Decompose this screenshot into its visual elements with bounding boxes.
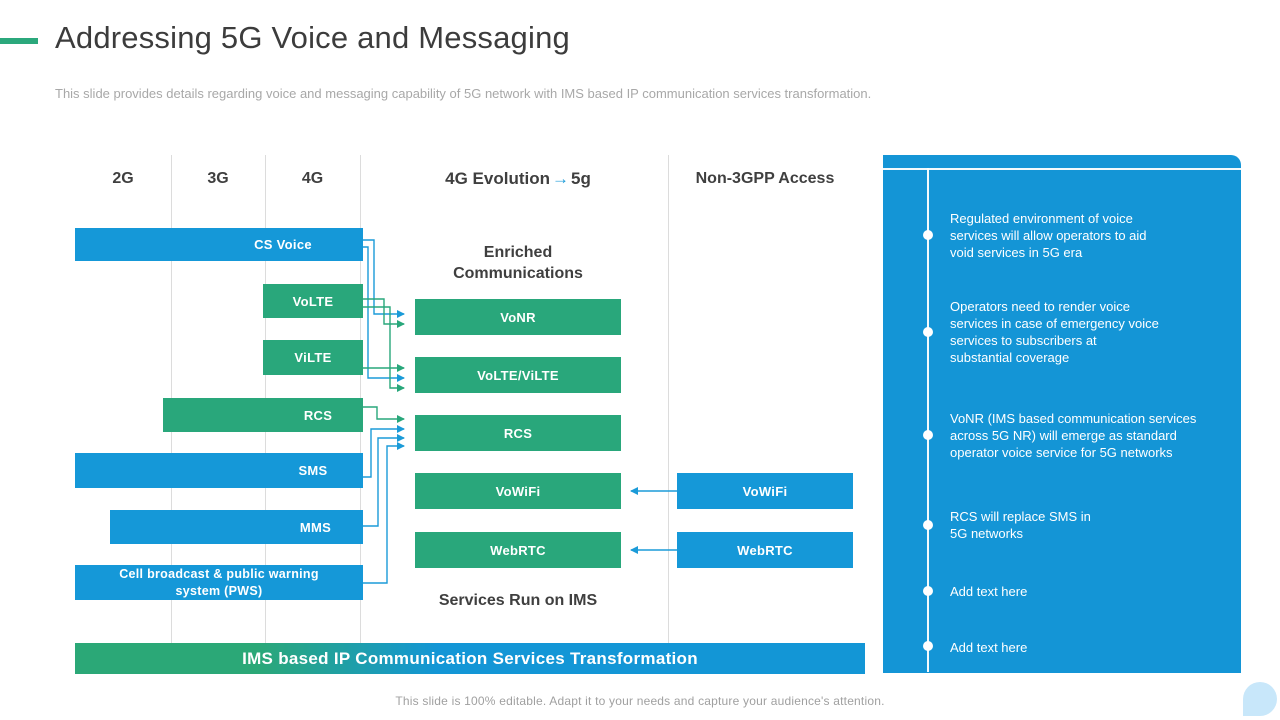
bar-label: SMS [298, 463, 328, 478]
box-webrtc: WebRTC [415, 532, 621, 568]
connector-csvoice-vonr [363, 239, 405, 318]
evolution-header-text: 4G Evolution [445, 169, 550, 188]
panel-bullet-placeholder[interactable]: Add text here [950, 584, 1028, 599]
services-run-on-ims-caption: Services Run on IMS [438, 592, 598, 609]
bar-rcs: RCS [163, 398, 363, 432]
box-rcs: RCS [415, 415, 621, 451]
grid-line [668, 155, 669, 645]
connector-mms-rcs [363, 434, 405, 527]
decorative-bubble [1243, 682, 1277, 716]
column-header-4g: 4G [301, 170, 324, 187]
page-subtitle: This slide provides details regarding vo… [55, 86, 872, 101]
bullet-dot [923, 230, 933, 240]
box-non3gpp-webrtc: WebRTC [677, 532, 853, 568]
box-non3gpp-vowifi: VoWiFi [677, 473, 853, 509]
ims-transformation-bar: IMS based IP Communication Services Tran… [75, 643, 865, 674]
box-volte-vilte: VoLTE/ViLTE [415, 357, 621, 393]
box-vowifi: VoWiFi [415, 473, 621, 509]
panel-bullet: RCS will replace SMS in 5G networks [950, 509, 1091, 541]
column-header-non-3gpp: Non-3GPP Access [695, 170, 835, 187]
bullet-dot [923, 641, 933, 651]
footer-note: This slide is 100% editable. Adapt it to… [395, 694, 885, 708]
bar-label: RCS [303, 407, 333, 423]
bullet-dot [923, 327, 933, 337]
bar-label: ViLTE [294, 350, 332, 365]
right-arrow-icon: → [552, 169, 569, 188]
panel-bullet: Regulated environment of voice services … [950, 211, 1147, 260]
bullet-dot [923, 430, 933, 440]
connector-rcs-rcs [363, 406, 405, 423]
bullet-dot [923, 586, 933, 596]
connector-pws-rcs [363, 442, 405, 584]
bullet-dot [923, 520, 933, 530]
enriched-communications-title: Enriched Communications [453, 244, 583, 282]
bar-label: MMS [299, 519, 332, 535]
accent-dash [0, 38, 38, 44]
panel-top-divider [883, 168, 1241, 170]
panel-bullet-line [927, 168, 929, 672]
bar-vilte: ViLTE [263, 340, 363, 375]
column-header-3g: 3G [207, 170, 229, 187]
bar-cs-voice: CS Voice [75, 228, 363, 261]
info-panel: Regulated environment of voice services … [883, 155, 1241, 673]
connector-sms-rcs [363, 425, 405, 478]
bar-label: VoLTE [292, 293, 334, 309]
panel-bullet-placeholder[interactable]: Add text here [950, 640, 1028, 655]
bar-mms: MMS [110, 510, 363, 544]
bar-sms: SMS [75, 453, 363, 488]
connector-volte-vonr [363, 298, 405, 328]
connector-csvoice-voltevilte [363, 246, 405, 382]
bar-label: Cell broadcast & public warning system (… [119, 567, 319, 598]
bar-cell-broadcast-pws: Cell broadcast & public warning system (… [75, 565, 363, 600]
panel-bullet: Operators need to render voice services … [950, 299, 1159, 365]
page-title: Addressing 5G Voice and Messaging [55, 20, 570, 55]
connector-volte-voltevilte [363, 306, 405, 392]
bar-volte: VoLTE [263, 284, 363, 318]
evolution-header-target: 5g [571, 169, 591, 188]
bar-label: CS Voice [254, 237, 312, 252]
column-header-2g: 2G [112, 170, 134, 187]
panel-bullet: VoNR (IMS based communication services a… [950, 411, 1197, 460]
box-vonr: VoNR [415, 299, 621, 335]
column-header-4g-evolution: 4G Evolution→5g [408, 167, 628, 191]
